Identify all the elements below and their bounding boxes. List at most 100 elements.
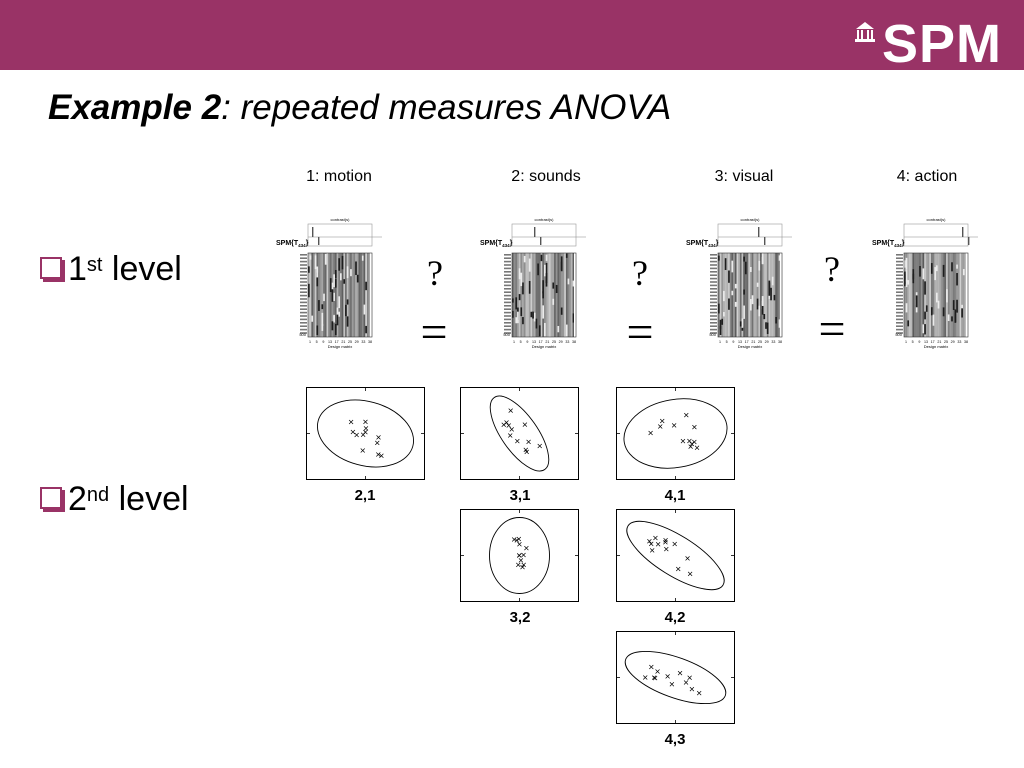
design-matrix-block xyxy=(520,307,523,317)
design-matrix-block xyxy=(951,262,953,272)
design-matrix-block xyxy=(756,282,759,287)
row-label-mark xyxy=(896,254,903,256)
design-matrix-column xyxy=(314,253,317,337)
title-bold: Example 2 xyxy=(48,88,222,127)
design-matrix-block xyxy=(560,261,563,272)
design-matrix-column xyxy=(319,253,322,337)
design-matrix-frame xyxy=(511,252,577,338)
design-matrix-column xyxy=(565,253,568,337)
design-matrix-block xyxy=(365,325,367,334)
row-label-mark xyxy=(300,288,307,290)
subject-point xyxy=(680,438,686,444)
contrast-frame xyxy=(307,223,373,247)
design-matrix-column xyxy=(363,253,366,337)
design-matrix-block xyxy=(741,326,744,331)
row-label-mark xyxy=(896,281,903,283)
design-matrix-column xyxy=(311,253,314,337)
row-label-mark xyxy=(710,288,717,290)
design-matrix-block xyxy=(768,293,771,299)
design-matrix-block xyxy=(956,299,958,313)
panel-label-4-1: 4,1 xyxy=(664,487,686,504)
design-matrix-column xyxy=(734,253,737,337)
design-matrix-column xyxy=(920,253,923,337)
design-matrix-block xyxy=(947,314,950,321)
design-matrix-block xyxy=(734,283,737,289)
design-matrix-block xyxy=(728,298,730,310)
row-label-mark xyxy=(504,328,511,331)
design-matrix-column xyxy=(353,253,356,337)
design-matrix-column xyxy=(351,253,354,337)
design-matrix-block xyxy=(919,266,921,277)
column-tick-label: 5 xyxy=(912,340,914,344)
row-label-mark xyxy=(710,257,717,259)
design-matrix-block xyxy=(530,311,533,318)
design-matrix-column xyxy=(922,253,925,337)
column-tick-label: 5 xyxy=(520,340,522,344)
row-label-mark xyxy=(300,254,307,256)
subject-point xyxy=(515,438,520,444)
design-matrix-block xyxy=(540,254,543,262)
design-matrix-column xyxy=(564,253,566,337)
design-matrix-column xyxy=(528,253,531,337)
design-matrix-column xyxy=(512,253,514,337)
contrast-weight-pos xyxy=(312,227,314,237)
row-label-mark xyxy=(504,264,511,266)
subject-point xyxy=(671,423,677,428)
row-label-mark xyxy=(710,264,717,266)
design-matrix-column xyxy=(318,253,320,337)
design-matrix-column xyxy=(340,253,342,337)
row-label-500: 500 xyxy=(503,332,510,337)
design-matrix-column xyxy=(746,253,749,337)
row-label-mark xyxy=(300,281,307,283)
design-matrix-column xyxy=(533,253,536,337)
subject-point xyxy=(363,419,368,425)
equals-sign-3: = xyxy=(818,303,846,356)
design-matrix-block xyxy=(719,325,722,336)
design-matrix-column xyxy=(952,253,955,337)
design-matrix-column xyxy=(523,253,526,337)
design-matrix-column xyxy=(929,253,932,337)
row-label-mark xyxy=(504,305,511,307)
constant-column xyxy=(966,253,968,337)
subject-point xyxy=(526,439,531,445)
subject-point xyxy=(649,548,655,553)
row-label-mark xyxy=(300,277,307,280)
design-matrix-column xyxy=(545,253,548,337)
subject-point xyxy=(685,556,690,561)
confidence-ellipse xyxy=(489,395,550,472)
row-label-mark xyxy=(710,322,717,324)
design-matrix-column xyxy=(941,253,943,337)
header-bar xyxy=(0,0,1024,70)
design-matrix-block xyxy=(565,324,568,337)
design-matrix-block xyxy=(954,309,957,323)
design-matrix-block xyxy=(961,304,963,310)
design-matrix-block xyxy=(363,304,366,315)
spm-t-label: SPM{T434} xyxy=(276,240,309,248)
row-label-mark xyxy=(896,322,903,324)
design-matrix-texture xyxy=(718,253,781,336)
row-label-mark xyxy=(896,318,903,321)
constant-column xyxy=(370,253,372,337)
row-label-mark xyxy=(896,267,903,270)
row-label-mark xyxy=(300,301,307,304)
subject-point xyxy=(677,670,683,676)
column-tick-label: 21 xyxy=(937,340,941,344)
design-matrix-column xyxy=(771,253,774,337)
design-matrix-column xyxy=(355,253,357,337)
design-matrix-block xyxy=(518,294,521,301)
row-label-mark xyxy=(896,288,903,290)
row-label-mark xyxy=(710,328,717,331)
design-matrix-column xyxy=(513,253,516,337)
row-label-mark xyxy=(896,294,903,297)
row-label-mark xyxy=(710,274,717,276)
column-tick-label: 25 xyxy=(944,340,948,344)
subject-point xyxy=(506,423,511,428)
design-matrix-block xyxy=(309,255,312,260)
design-matrix-block xyxy=(761,305,764,315)
subject-point xyxy=(694,445,700,450)
subject-point xyxy=(508,408,513,413)
design-matrix-column xyxy=(964,253,967,337)
